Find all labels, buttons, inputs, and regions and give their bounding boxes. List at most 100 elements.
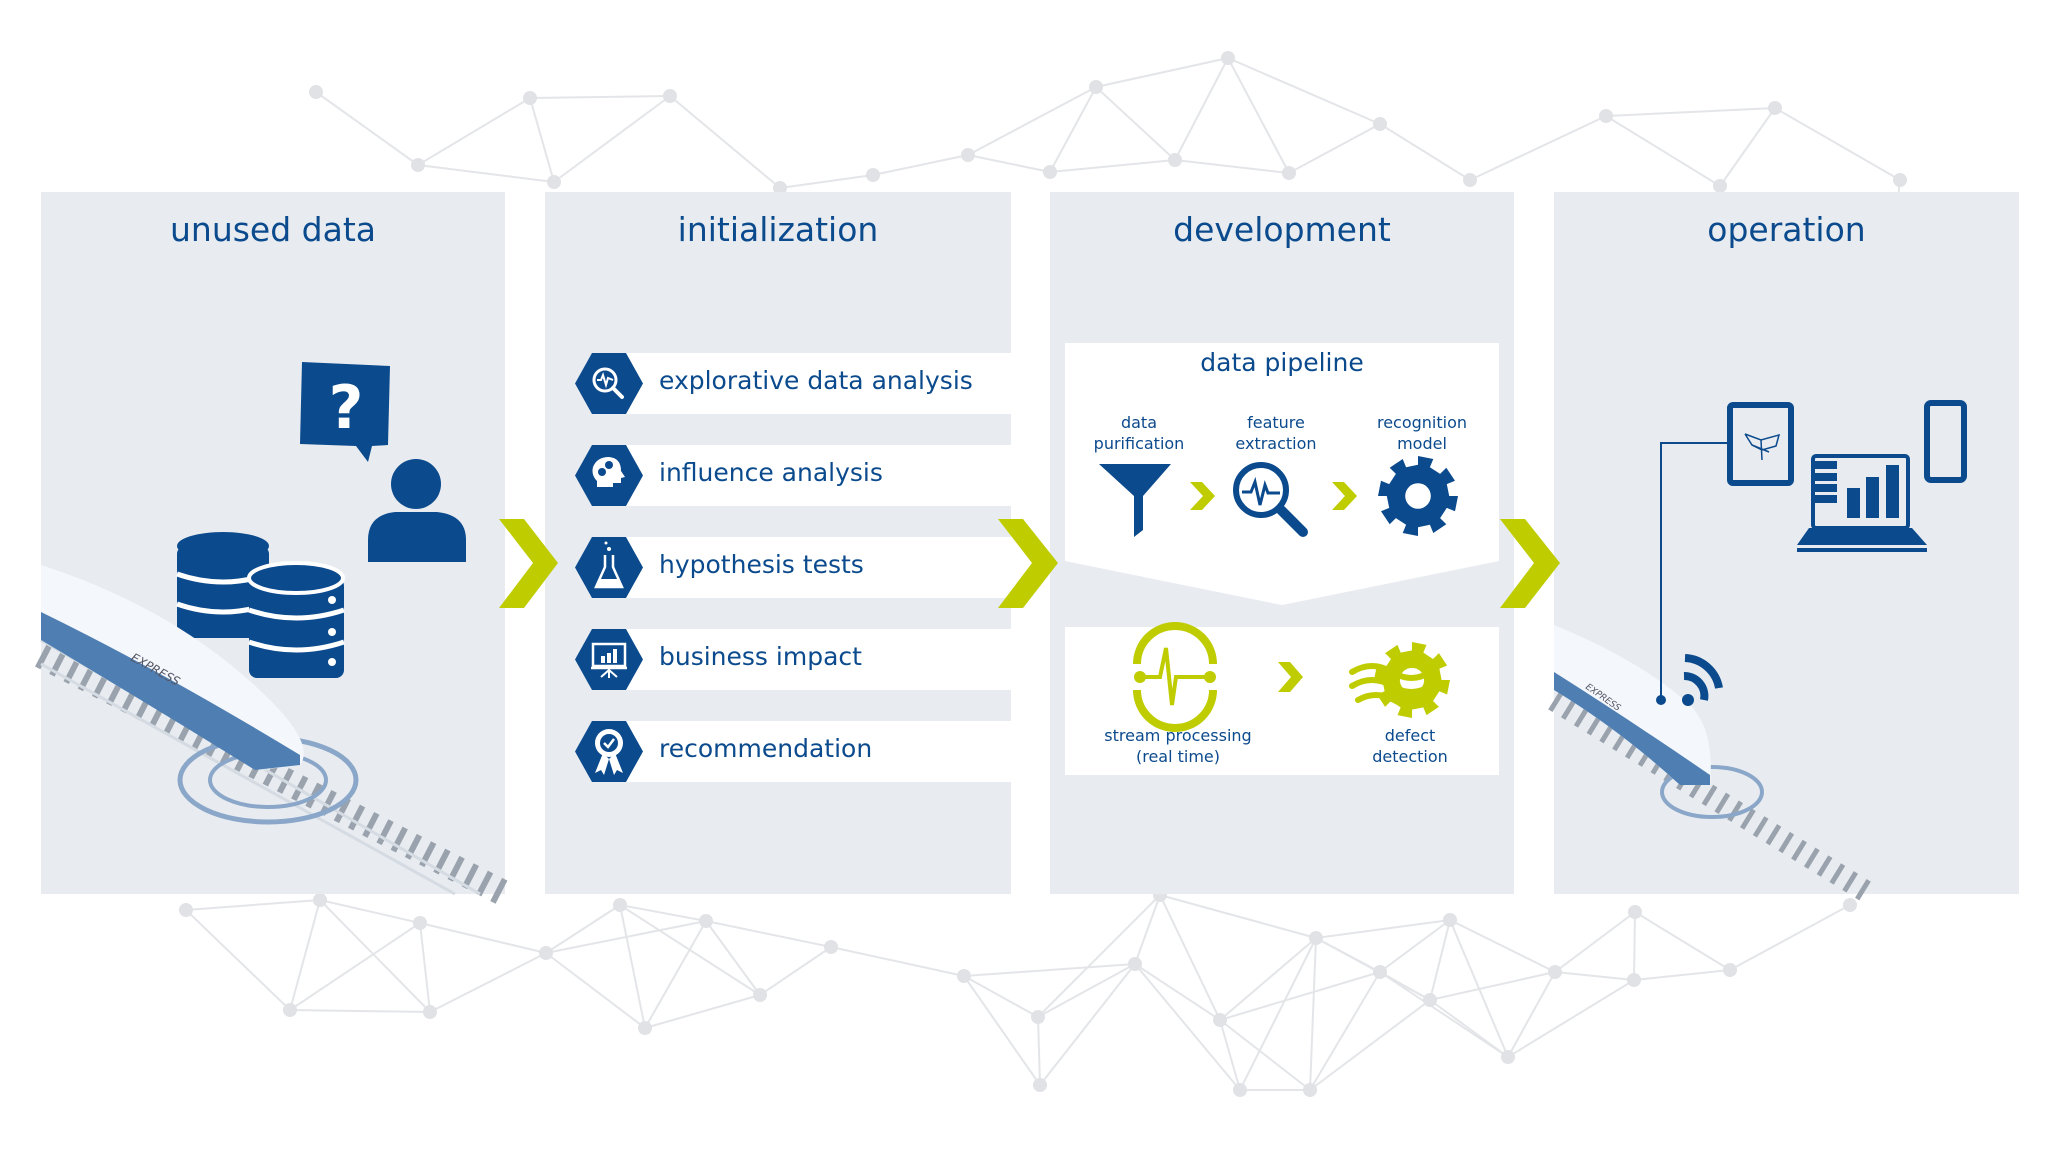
network-line xyxy=(1049,86,1097,173)
network-line xyxy=(1379,123,1471,181)
network-line xyxy=(619,904,707,922)
list-item-recommendation: recommendation xyxy=(575,721,1011,782)
network-line xyxy=(1469,115,1607,181)
item-label: business impact xyxy=(659,642,862,671)
network-line xyxy=(545,952,646,1029)
network-line xyxy=(1379,919,1451,973)
network-line xyxy=(429,952,547,1013)
list-item-business-impact: business impact xyxy=(575,629,1011,690)
network-line xyxy=(619,904,646,1029)
network-line xyxy=(1554,971,1635,981)
panel-operation xyxy=(1554,192,2019,894)
item-label: recommendation xyxy=(659,734,873,763)
network-line xyxy=(1174,57,1229,161)
network-node xyxy=(1221,51,1235,65)
head-gears-icon xyxy=(575,445,643,506)
network-line xyxy=(669,95,781,189)
pipeline-title: data pipeline xyxy=(1200,348,1364,377)
list-item-hypothesis-tests: hypothesis tests xyxy=(575,537,1011,598)
network-line xyxy=(1774,107,1901,181)
network-line xyxy=(1049,159,1176,173)
network-node xyxy=(663,89,677,103)
network-node xyxy=(1723,963,1737,977)
network-line xyxy=(963,975,1039,1018)
network-node xyxy=(283,1003,297,1017)
network-line xyxy=(1037,894,1161,1018)
item-label: explorative data analysis xyxy=(659,366,973,395)
network-line xyxy=(1219,1019,1241,1091)
network-node xyxy=(1713,179,1727,193)
network-line xyxy=(529,95,671,99)
network-line xyxy=(419,922,431,1013)
network-line xyxy=(644,920,707,1029)
network-node xyxy=(1548,965,1562,979)
network-line xyxy=(830,946,965,977)
network-node xyxy=(638,1021,652,1035)
network-node xyxy=(539,946,553,960)
stage-title-operation: operation xyxy=(1707,210,1866,249)
network-line xyxy=(1095,57,1229,88)
network-line xyxy=(1134,963,1241,1091)
network-line xyxy=(1309,937,1317,1091)
network-node xyxy=(1168,153,1182,167)
network-line xyxy=(529,97,555,183)
network-line xyxy=(1219,937,1317,1021)
network-line xyxy=(417,164,555,183)
network-line xyxy=(705,920,832,948)
magnifier-pulse-icon xyxy=(575,353,643,414)
list-item-influence-analysis: influence analysis xyxy=(575,445,1011,506)
network-line xyxy=(1227,57,1381,125)
network-node xyxy=(1768,101,1782,115)
item-label: hypothesis tests xyxy=(659,550,864,579)
network-node xyxy=(1599,109,1613,123)
network-node xyxy=(1031,1010,1045,1024)
network-line xyxy=(1159,894,1221,1021)
network-line xyxy=(1288,123,1381,174)
stage-title-initialization: initialization xyxy=(677,210,879,249)
network-line xyxy=(319,899,421,924)
network-line xyxy=(1315,919,1451,939)
network-node xyxy=(1843,898,1857,912)
network-line xyxy=(1309,999,1431,1091)
network-line xyxy=(289,922,421,1011)
network-line xyxy=(1729,904,1851,971)
network-node xyxy=(753,988,767,1002)
network-node xyxy=(1443,913,1457,927)
network-node xyxy=(1309,931,1323,945)
network-node xyxy=(1627,973,1641,987)
network-line xyxy=(1219,971,1381,1021)
network-line xyxy=(1174,159,1290,174)
network-line xyxy=(1634,911,1731,971)
network-node xyxy=(1893,173,1907,187)
network-line xyxy=(644,994,761,1029)
network-node xyxy=(866,168,880,182)
network-node xyxy=(1463,173,1477,187)
award-check-icon xyxy=(575,721,643,782)
network-line xyxy=(1605,115,1721,187)
network-node xyxy=(413,916,427,930)
network-line xyxy=(1037,1016,1041,1086)
network-node xyxy=(1501,1050,1515,1064)
network-line xyxy=(779,174,874,189)
network-node xyxy=(1628,905,1642,919)
network-line xyxy=(1554,911,1636,973)
stage-title-unused-data: unused data xyxy=(169,210,376,249)
network-line xyxy=(967,154,1051,173)
network-line xyxy=(1309,971,1381,1091)
flask-icon xyxy=(575,537,643,598)
network-line xyxy=(963,975,1041,1086)
network-node xyxy=(1089,80,1103,94)
network-node xyxy=(1303,1083,1317,1097)
network-line xyxy=(705,920,761,996)
network-line xyxy=(1379,971,1509,1058)
network-line xyxy=(1719,107,1776,187)
network-line xyxy=(1449,919,1556,973)
network-line xyxy=(185,899,321,911)
network-line xyxy=(319,899,431,1013)
network-line xyxy=(1429,999,1509,1058)
panel-unused-data xyxy=(41,192,505,894)
network-line xyxy=(553,95,671,183)
network-line xyxy=(1039,963,1136,1086)
